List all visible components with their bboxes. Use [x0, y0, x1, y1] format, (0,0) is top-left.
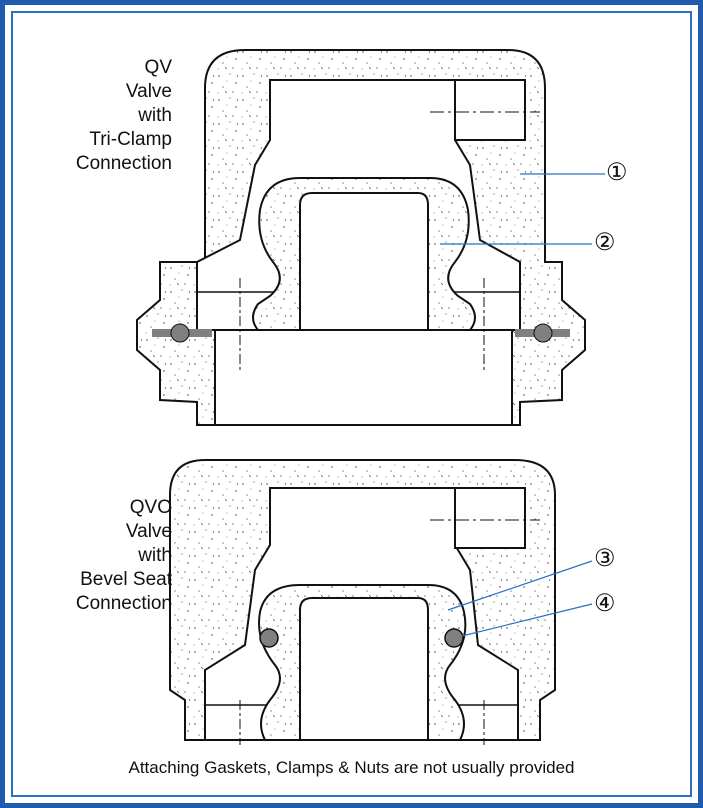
lower-oring-left: [259, 628, 279, 648]
footnote: Attaching Gaskets, Clamps & Nuts are not…: [128, 758, 575, 777]
upper-label-line-3: with: [138, 105, 172, 126]
upper-label-line-2: Valve: [125, 81, 172, 102]
inner-border: [11, 11, 692, 797]
lower-valve: [169, 459, 556, 745]
callout-4: ④: [594, 590, 616, 617]
upper-valve-label: QV Valve with Tri-Clamp Connection: [76, 56, 172, 176]
callout-1: ①: [606, 159, 628, 186]
lower-valve-label: QVO Valve with Bevel Seat Connection: [76, 496, 172, 616]
lower-port: [454, 487, 526, 549]
lower-label-line-5: Connection: [75, 593, 172, 614]
upper-bore: [214, 329, 513, 426]
callout-leaders: [440, 173, 605, 637]
upper-stem: [299, 192, 429, 331]
upper-label-line-1: QV: [144, 57, 172, 78]
upper-label-line-5: Connection: [75, 153, 172, 174]
upper-port: [454, 79, 526, 141]
lower-label-line-3: with: [138, 545, 172, 566]
lower-label-line-2: Valve: [125, 521, 172, 542]
lower-stem: [299, 597, 429, 741]
upper-valve: [136, 49, 586, 426]
lower-oring-right: [444, 628, 464, 648]
lower-label-line-1: QVO: [129, 497, 172, 518]
lower-label-line-4: Bevel Seat: [80, 569, 172, 590]
upper-gasket-right: [515, 323, 570, 343]
callout-2: ②: [594, 229, 616, 256]
upper-label-line-4: Tri-Clamp: [89, 129, 172, 150]
callout-3: ③: [594, 545, 616, 572]
upper-gasket-left: [152, 323, 212, 343]
